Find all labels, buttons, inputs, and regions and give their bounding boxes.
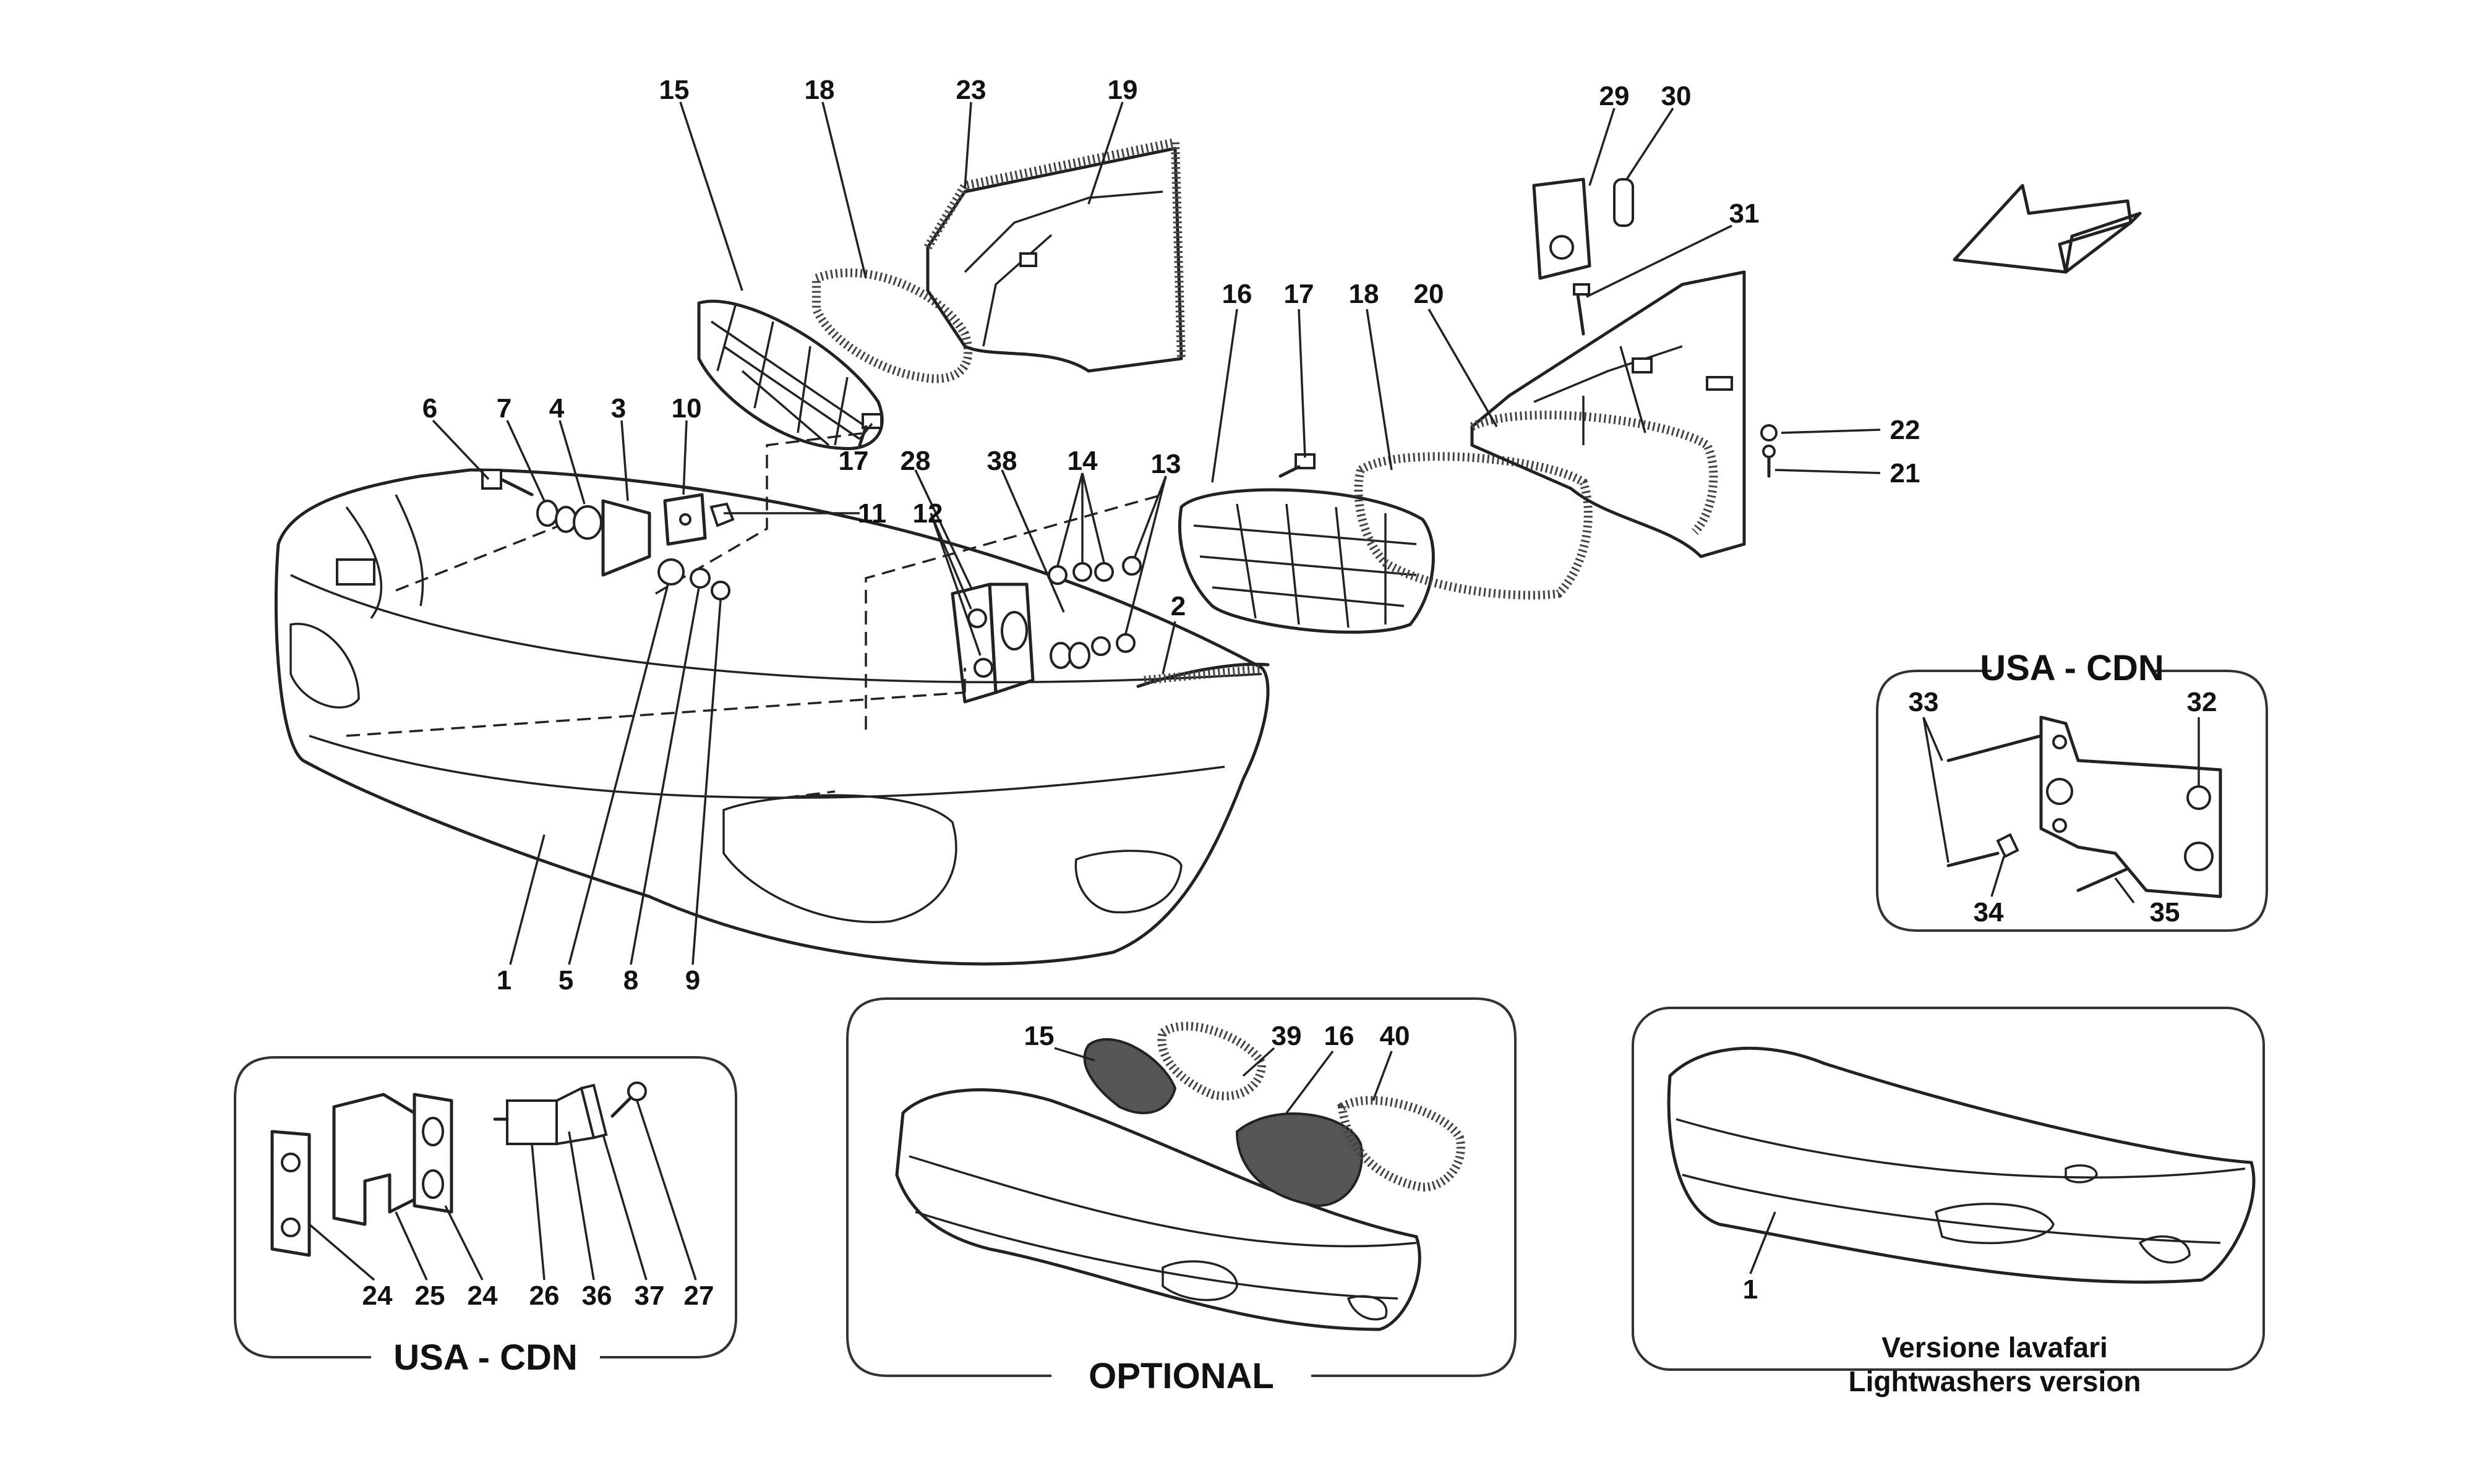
callout-27: 27	[684, 1281, 714, 1311]
callout-20: 20	[1414, 279, 1444, 309]
front-bumper	[274, 468, 1270, 966]
washer-group	[1048, 556, 1142, 656]
callout-18: 18	[805, 75, 835, 105]
callout-32: 32	[2187, 687, 2217, 717]
callout-8: 8	[623, 965, 638, 996]
callout-30: 30	[1661, 81, 1692, 111]
main-callouts: 15 18 23 19 29 30 31 16 17 18 20 22 21 6…	[422, 75, 1920, 996]
callout-5: 5	[559, 965, 573, 996]
callout-17-right: 17	[1284, 279, 1314, 309]
callout-24-right: 24	[468, 1281, 498, 1311]
inset-usa-cdn-spacers: USA - CDN 24 25 24 26 36 37 27	[234, 1056, 737, 1378]
leader-lines	[432, 101, 1881, 965]
callout-13: 13	[1151, 449, 1181, 479]
callout-31: 31	[1729, 198, 1760, 229]
callout-1-lightwashers: 1	[1743, 1274, 1758, 1305]
inset-optional: OPTIONAL 15 39 16 40	[846, 997, 1517, 1396]
callout-14: 14	[1068, 446, 1098, 476]
callout-17-left: 17	[839, 446, 869, 476]
callout-10: 10	[672, 393, 702, 424]
screws-right	[1760, 424, 1778, 478]
lightwashers-caption-en: Lightwashers version	[1849, 1365, 2141, 1397]
bracket-assembly	[951, 582, 1090, 704]
callout-9: 9	[685, 965, 700, 996]
callout-26: 26	[529, 1281, 560, 1311]
callout-33: 33	[1909, 687, 1939, 717]
callout-29: 29	[1599, 81, 1630, 111]
callout-6: 6	[422, 393, 437, 424]
callout-16: 16	[1222, 279, 1252, 309]
callout-24-left: 24	[362, 1281, 393, 1311]
direction-arrow-icon	[1953, 184, 2142, 274]
callout-34: 34	[1974, 897, 2004, 927]
callout-39: 39	[1272, 1021, 1302, 1051]
assembly-lines	[346, 432, 1163, 799]
lightwashers-caption-it: Versione lavafari	[1881, 1331, 2108, 1363]
callout-36: 36	[582, 1281, 612, 1311]
callout-1: 1	[497, 965, 511, 996]
callout-28: 28	[901, 446, 931, 476]
callout-15-optional: 15	[1024, 1021, 1055, 1051]
callout-12: 12	[913, 498, 943, 529]
callout-2: 2	[1171, 591, 1186, 621]
mounting-hardware	[481, 469, 735, 600]
inset-title-usa-cdn-spacers: USA - CDN	[393, 1337, 578, 1378]
air-duct-right	[1470, 270, 1746, 558]
callout-11: 11	[858, 498, 887, 529]
inset-title-usa-cdn-plate: USA - CDN	[1980, 648, 2164, 688]
inset-lightwashers: 1 Versione lavafari Lightwashers version	[1632, 1007, 2265, 1397]
callout-35: 35	[2150, 897, 2180, 927]
gasket-left	[812, 268, 973, 383]
callout-7: 7	[497, 393, 511, 424]
hinge-assembly	[1532, 177, 1634, 336]
bolt-upper-right	[1278, 453, 1316, 478]
callout-25: 25	[415, 1281, 445, 1311]
callout-4: 4	[549, 393, 565, 424]
callout-22: 22	[1890, 415, 1920, 445]
inset-title-optional: OPTIONAL	[1089, 1356, 1274, 1396]
lip-strip	[1136, 662, 1270, 688]
callout-37: 37	[635, 1281, 665, 1311]
gasket-right	[1354, 452, 1593, 600]
bolt-upper-left	[858, 413, 883, 447]
callout-18-right: 18	[1349, 279, 1379, 309]
callout-21: 21	[1890, 458, 1920, 488]
air-intake-grille-right	[1178, 488, 1435, 634]
callout-38: 38	[987, 446, 1017, 476]
inset-usa-cdn-plate: USA - CDN 33 32 34 35	[1876, 648, 2268, 932]
callout-40: 40	[1380, 1021, 1410, 1051]
callout-3: 3	[611, 393, 626, 424]
callout-16-optional: 16	[1324, 1021, 1355, 1051]
callout-19: 19	[1108, 75, 1138, 105]
air-intake-grille-left	[697, 299, 884, 451]
air-duct-left	[923, 137, 1186, 373]
callout-23: 23	[956, 75, 987, 105]
callout-15: 15	[659, 75, 690, 105]
